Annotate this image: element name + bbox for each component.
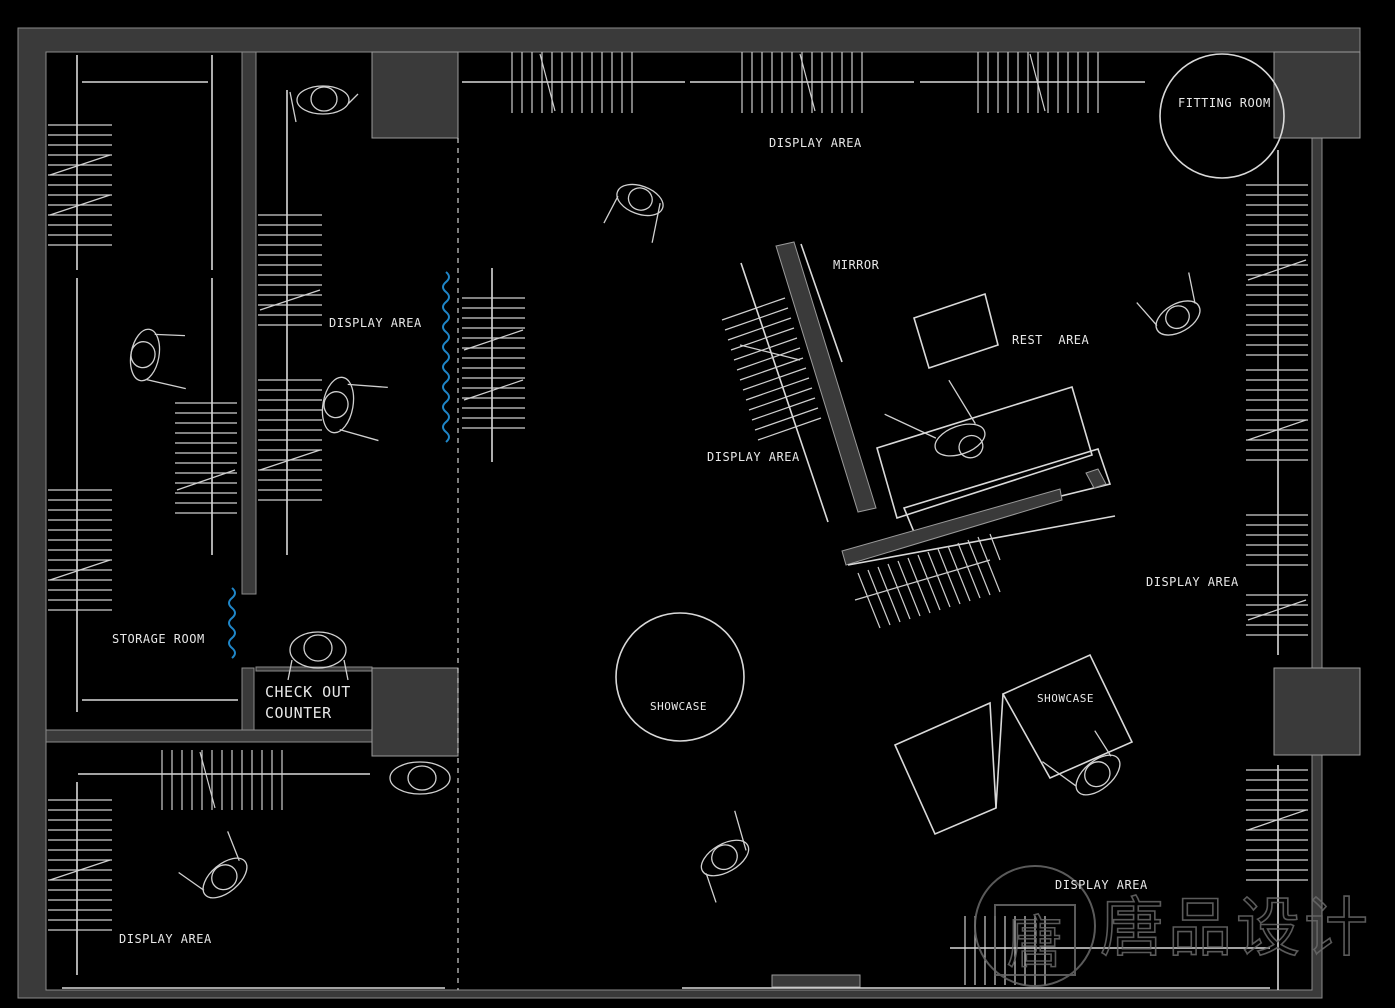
person-icon (289, 85, 359, 123)
column-top-left (371, 51, 459, 139)
person-icon (178, 831, 248, 899)
mirror-label: MIRROR (833, 258, 880, 272)
labels: FITTING ROOM DISPLAY AREA DISPLAY AREA M… (112, 96, 1271, 946)
watermark: 唐 唐品设计 (974, 865, 1372, 987)
rest-area-label: REST AREA (1012, 333, 1090, 347)
seal-icon (974, 865, 1096, 987)
display-racks-top (462, 52, 1145, 113)
person-icon (1136, 272, 1201, 336)
display-area-right-label: DISPLAY AREA (1146, 575, 1239, 589)
display-racks-bottom-left (48, 750, 445, 989)
person-icon (1042, 730, 1121, 796)
checkout-label-line1: CHECK OUT (265, 683, 351, 701)
display-area-top-label: DISPLAY AREA (769, 136, 862, 150)
showcase-round (615, 612, 745, 742)
person-icon (884, 379, 986, 459)
people (129, 85, 1201, 903)
showcase-rect-label: SHOWCASE (1037, 692, 1094, 705)
walls (17, 27, 1361, 999)
person-icon (389, 761, 451, 795)
watermark-seal-char: 唐 (1007, 911, 1064, 976)
mirror-and-rest (721, 241, 1116, 629)
fitting-room-circle (1159, 53, 1285, 179)
person-icon (603, 183, 664, 243)
showcase-rect-left (893, 701, 997, 836)
fitting-room-label: FITTING ROOM (1178, 96, 1271, 110)
display-racks-right (1246, 150, 1308, 990)
storage-racks (48, 55, 238, 712)
display-area-bottom-right-label: DISPLAY AREA (1055, 878, 1148, 892)
showcase-rect-right (1001, 653, 1134, 780)
watermark-brand: 唐品设计 (1100, 892, 1372, 966)
display-area-left-mid-label: DISPLAY AREA (329, 316, 422, 330)
person-icon (321, 376, 388, 442)
display-racks-left (258, 90, 525, 555)
display-area-center-label: DISPLAY AREA (707, 450, 800, 464)
storage-room-label: STORAGE ROOM (112, 632, 205, 646)
checkout-label-line2: COUNTER (265, 704, 332, 722)
person-icon (129, 328, 186, 390)
column-right (1273, 667, 1361, 756)
person-icon (700, 810, 750, 903)
curtains (228, 271, 450, 659)
column-top-right (1273, 51, 1361, 139)
person-icon (287, 631, 349, 681)
showcase-round-label: SHOWCASE (650, 700, 707, 713)
column-checkout (371, 667, 459, 757)
display-area-bottom-left-label: DISPLAY AREA (119, 932, 212, 946)
display-racks-bottom-right (682, 916, 1270, 989)
door-sill (771, 974, 861, 988)
